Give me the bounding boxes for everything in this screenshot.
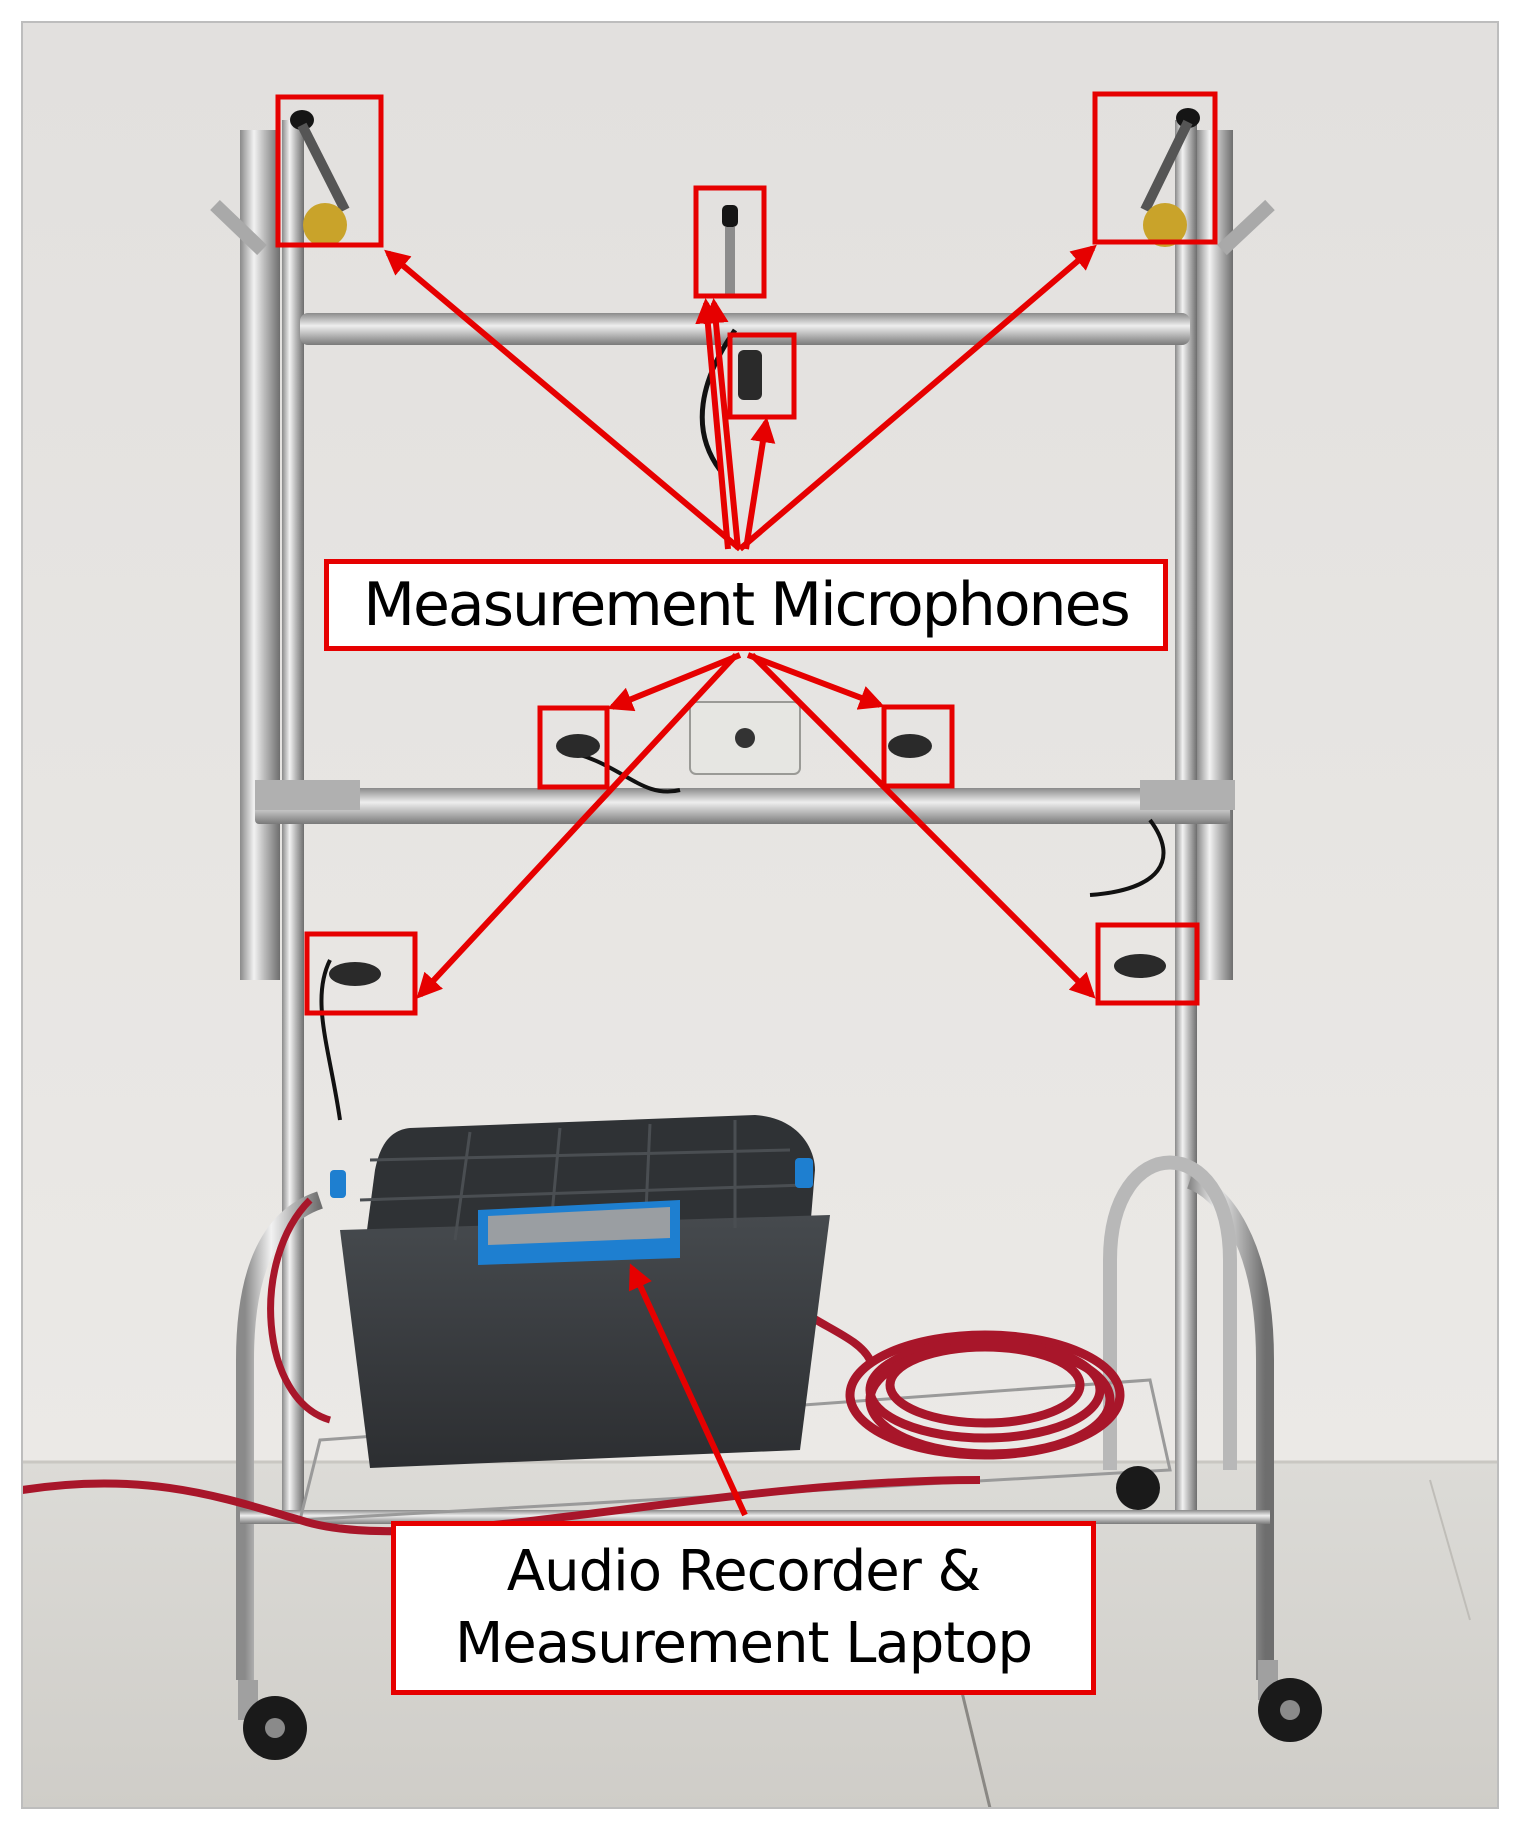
frame-right-profile [1197,130,1233,980]
floor-crack [1429,1479,1471,1621]
bracket-left [255,780,360,810]
measurement-microphones-label: Measurement Microphones [324,559,1168,651]
red-cable [267,1197,332,1424]
wheel-rear-right [1116,1466,1160,1510]
microphone-mid-right [888,734,932,758]
arrow-to-storage-box [628,1263,748,1517]
mic-highlight-top-left [275,94,384,248]
arrow-to-top-center-mic [703,297,741,550]
storage-box [330,1115,830,1468]
bracket-right [1140,780,1235,810]
mic-highlight-mid-right [881,704,955,789]
arrow-to-low-right-mic [749,652,1096,999]
mic-highlight-top-center [693,185,767,299]
cart-arch-right [1103,1155,1237,1470]
arrow-to-top-right-mic [738,244,1097,552]
microphone-low-left [329,962,381,986]
microphone-top-right [1140,108,1200,247]
mic-highlight-mid-left [537,705,610,790]
frame-diagonal-right [1217,199,1275,256]
arrow-to-mid-left-mic [607,652,742,712]
mic-highlight-bar-center [727,332,797,420]
red-cable [21,1476,981,1536]
frame-diagonal-left [210,199,267,256]
mic-highlight-low-right [1095,922,1200,1006]
mic-highlight-low-left [304,931,418,1016]
arrow-to-top-left-mic [384,249,742,552]
cable [319,959,342,1121]
cable [699,328,738,472]
audio-recorder-label: Audio Recorder & Measurement Laptop [391,1521,1096,1695]
arrow-to-bar-center-mic [743,417,776,550]
wheel-left [238,1680,307,1760]
arrow-to-low-left-mic [416,652,739,999]
microphone-mid-left [556,734,600,758]
audio-recorder-line1: Audio Recorder & [506,1539,981,1604]
bottom-rail [240,1510,1270,1524]
sensor-lens [735,728,755,748]
microphone-low-right [1114,954,1166,978]
audio-recorder-line2: Measurement Laptop [454,1611,1033,1676]
cable [1089,818,1166,897]
image-border [21,21,1499,1809]
wheel-right [1258,1660,1322,1742]
microphone-top-center [722,205,738,297]
arrow-to-mid-right-mic [746,652,885,710]
middle-crossbar [255,788,1230,824]
microphone-bar-center [738,350,762,400]
microphone-top-left [290,110,350,247]
arrow-to-top-center-mic [695,297,731,550]
mic-highlight-top-right [1092,91,1218,245]
frame-left-profile [240,130,280,980]
top-crossbar [300,313,1190,345]
measurement-microphones-text: Measurement Microphones [363,570,1130,640]
red-cable-coil [845,1330,1125,1460]
